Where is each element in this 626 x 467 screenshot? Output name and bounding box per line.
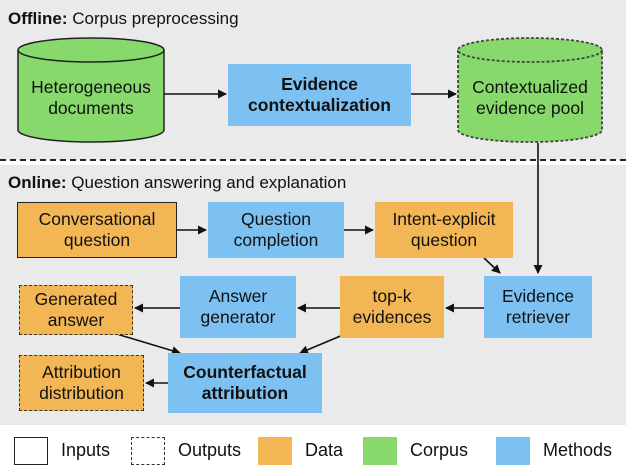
legend-corpus-swatch — [363, 437, 397, 465]
legend-outputs-label: Outputs — [178, 440, 242, 460]
evidence-contextualization-node: Evidence contextualization — [228, 64, 411, 126]
legend: Inputs Outputs Data Corpus Methods — [0, 425, 626, 467]
section-divider — [0, 159, 626, 161]
offline-section-title: Offline: Corpus preprocessing — [8, 9, 239, 28]
legend-inputs-swatch — [14, 437, 48, 465]
legend-methods-label: Methods — [543, 440, 613, 460]
legend-data-swatch — [258, 437, 292, 465]
intent-explicit-question-node: Intent-explicit question — [375, 202, 513, 258]
evidence-retriever-node: Evidence retriever — [484, 276, 592, 338]
question-completion-node: Question completion — [208, 202, 344, 258]
legend-inputs-label: Inputs — [61, 440, 111, 460]
arrow-intent-to-retriever — [483, 257, 501, 274]
legend-corpus-label: Corpus — [410, 440, 469, 460]
contextualized-evidence-pool-label: Contextualized evidence pool — [472, 77, 588, 118]
conversational-question-node: Conversational question — [17, 202, 177, 258]
heterogeneous-documents-label: Heterogeneous documents — [31, 77, 151, 118]
attribution-distribution-node: Attribution distribution — [19, 355, 144, 411]
online-section-title: Online: Question answering and explanati… — [8, 173, 347, 192]
legend-outputs-swatch — [131, 437, 165, 465]
legend-methods-swatch — [496, 437, 530, 465]
counterfactual-attribution-node: Counterfactual attribution — [168, 353, 322, 413]
answer-generator-node: Answer generator — [180, 276, 296, 338]
top-k-evidences-node: top-k evidences — [340, 276, 444, 338]
generated-answer-node: Generated answer — [19, 285, 133, 335]
legend-data-label: Data — [305, 440, 344, 460]
heterogeneous-documents-cylinder — [17, 37, 165, 143]
evidence-pool-cylinder — [457, 37, 603, 143]
